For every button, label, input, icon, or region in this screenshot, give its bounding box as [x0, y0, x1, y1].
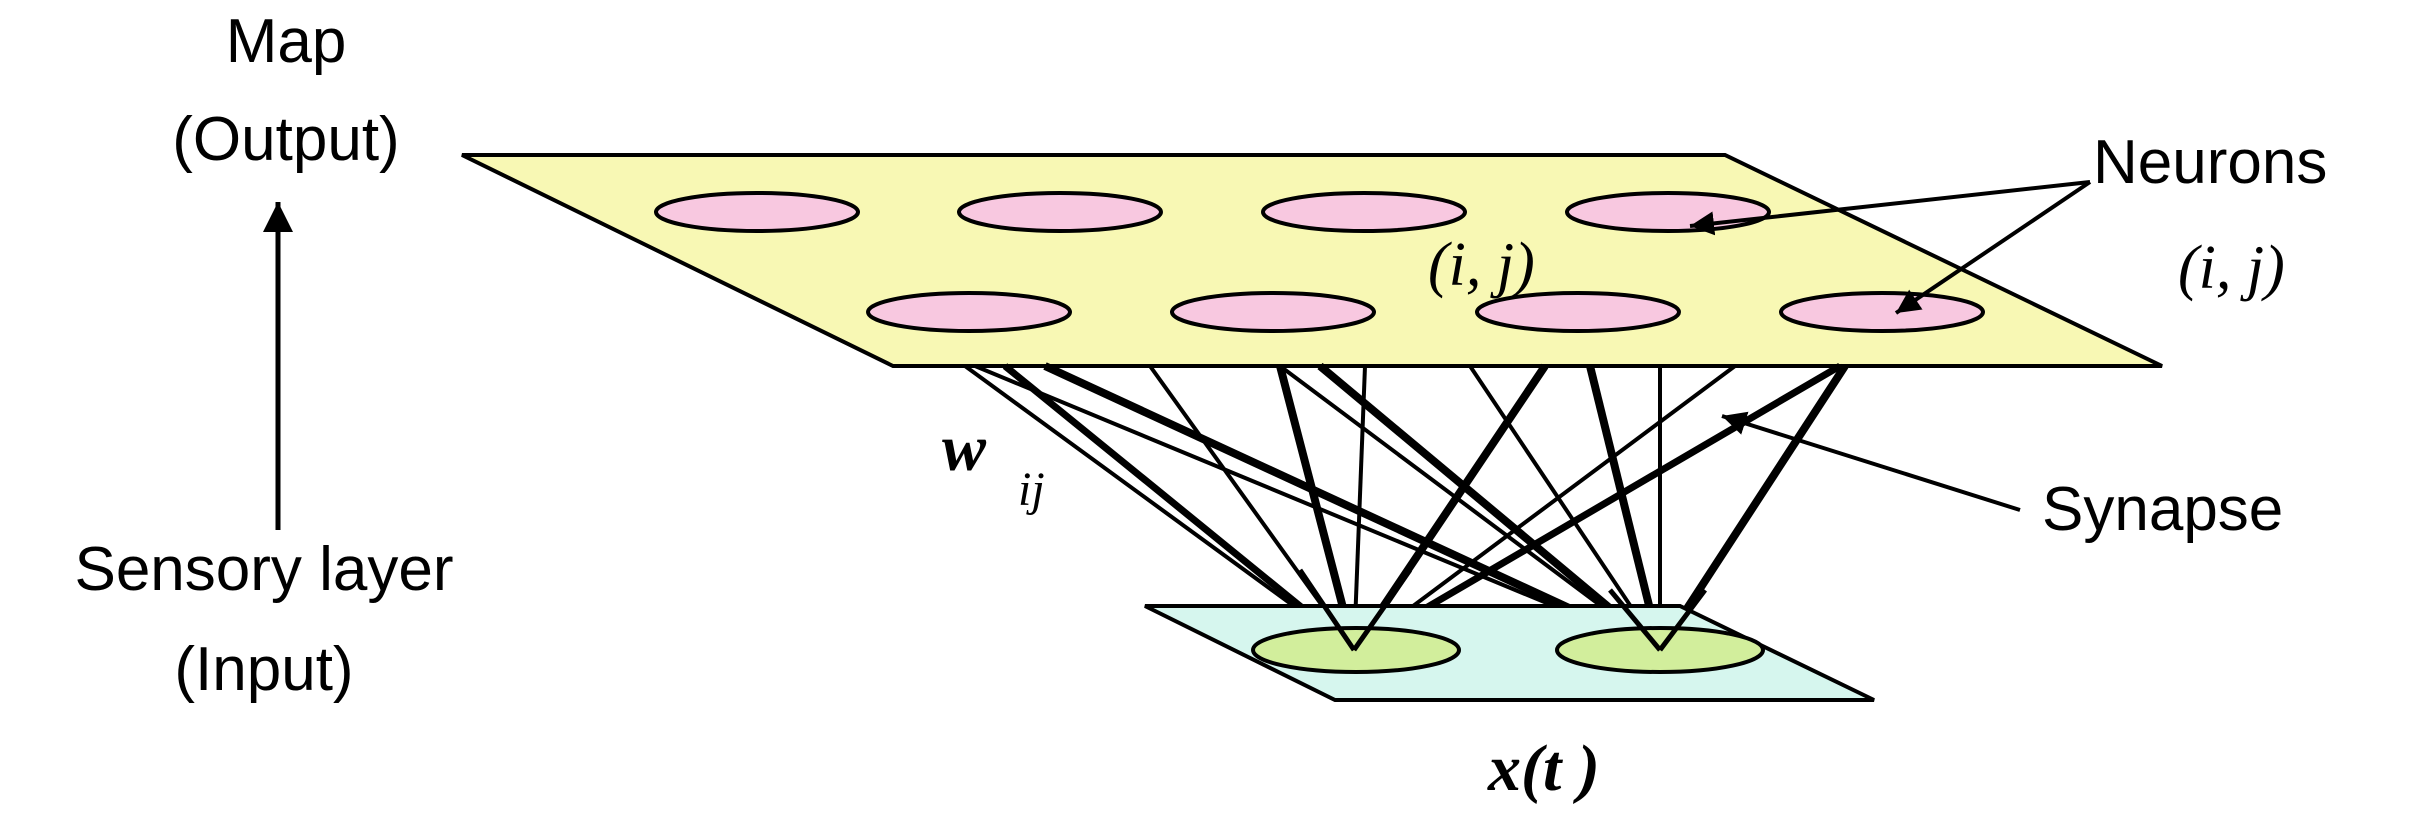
- neurons-pointer-arrow: [1894, 180, 2092, 315]
- map-plane: [461, 153, 2163, 368]
- neurons-label: Neurons: [2093, 128, 2327, 197]
- synapse-line: [1656, 363, 1849, 653]
- input-label: (Input): [174, 635, 353, 704]
- synapse-line: [963, 364, 1356, 652]
- map-neurons: [654, 191, 1985, 333]
- neuron: [1261, 191, 1467, 233]
- weight-symbol: w: [942, 412, 987, 485]
- synapse-tip: [1658, 588, 1707, 652]
- neuron: [1565, 191, 1771, 233]
- weight-subscript: ij: [1018, 463, 1045, 516]
- neurons-index-label: (i, j): [2178, 234, 2285, 302]
- synapse-pointer-arrow: [1721, 411, 2021, 512]
- sensory-layer-label: Sensory layer: [74, 535, 453, 604]
- synapses: [963, 362, 1849, 654]
- inner-neuron-index: (i, j): [1428, 231, 1535, 299]
- synapse-line: [1352, 364, 1737, 652]
- synapse-line: [1043, 362, 1662, 654]
- neuron: [1170, 291, 1376, 333]
- map-label: Map: [226, 7, 347, 76]
- synapse-line: [1352, 362, 1842, 654]
- synapse-line: [1586, 365, 1664, 651]
- synapse-tip: [1297, 568, 1357, 652]
- synapse-line: [1278, 364, 1662, 652]
- synapse-label: Synapse: [2042, 475, 2283, 544]
- neurons-pointer-arrow: [1689, 180, 2091, 236]
- synapse-line: [974, 364, 1661, 652]
- synapse-tip: [1608, 588, 1662, 652]
- synapse-line: [1317, 362, 1663, 654]
- neuron: [1779, 291, 1985, 333]
- synapse-line: [1002, 363, 1357, 653]
- synapse-tips: [1297, 568, 1707, 652]
- synapse-line: [1468, 364, 1662, 652]
- neuron: [957, 191, 1163, 233]
- output-label: (Output): [172, 105, 399, 174]
- input-vector-label: x(t ): [1487, 732, 1600, 805]
- synapse-tip: [1351, 568, 1413, 652]
- neuron: [1475, 291, 1681, 333]
- neuron: [866, 291, 1072, 333]
- neuron: [654, 191, 860, 233]
